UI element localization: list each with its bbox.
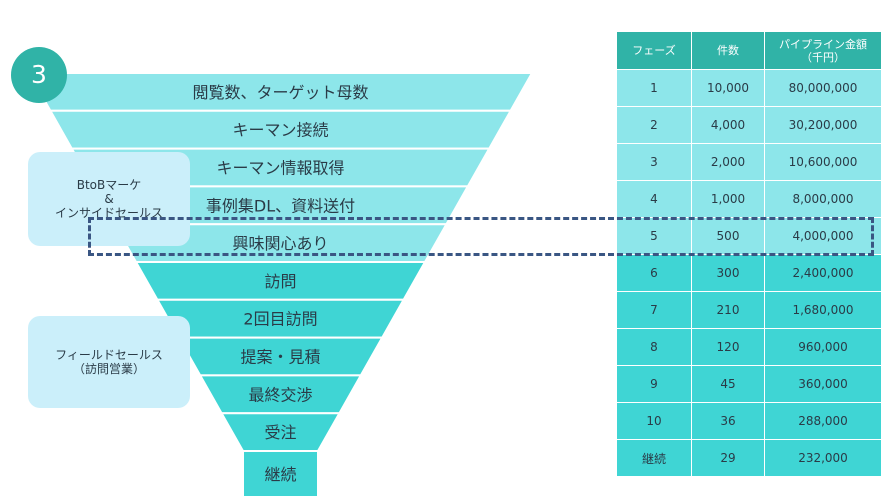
funnel-stage-label: 閲覧数、ターゲット母数: [192, 83, 368, 102]
funnel-stage-label: 興味関心あり: [232, 234, 328, 253]
header-count: 件数: [691, 31, 765, 70]
funnel-stage-label: 継続: [264, 465, 296, 484]
funnel-stage-label: 最終交渉: [248, 385, 312, 404]
cell-phase: 3: [616, 143, 692, 181]
cell-phase: 継続: [616, 439, 692, 477]
cell-amount: 960,000: [764, 328, 882, 366]
cell-phase: 6: [616, 254, 692, 292]
btob-label-line2: &: [104, 192, 114, 206]
cell-count: 300: [691, 254, 765, 292]
cell-amount: 288,000: [764, 402, 882, 440]
funnel-stage-label: 2回目訪問: [243, 310, 317, 329]
field-sales-label: フィールドセールス （訪問営業）: [28, 316, 190, 408]
cell-count: 500: [691, 217, 765, 255]
cell-count: 120: [691, 328, 765, 366]
field-label-line2: （訪問営業）: [72, 362, 145, 376]
cell-phase: 8: [616, 328, 692, 366]
cell-amount: 80,000,000: [764, 69, 882, 107]
cell-count: 45: [691, 365, 765, 403]
funnel-stage-label: キーマン接続: [232, 121, 328, 140]
cell-phase: 5: [616, 217, 692, 255]
cell-count: 210: [691, 291, 765, 329]
cell-count: 1,000: [691, 180, 765, 218]
field-label-line1: フィールドセールス: [55, 348, 163, 362]
cell-phase: 1: [616, 69, 692, 107]
cell-count: 29: [691, 439, 765, 477]
header-amount-line1: パイプライン金額: [779, 37, 867, 51]
cell-count: 4,000: [691, 106, 765, 144]
cell-amount: 8,000,000: [764, 180, 882, 218]
cell-phase: 2: [616, 106, 692, 144]
header-pipeline-amount: パイプライン金額 （千円）: [764, 31, 882, 70]
funnel-stage-label: キーマン情報取得: [216, 159, 344, 178]
cell-count: 10,000: [691, 69, 765, 107]
funnel-stage-label: 事例集DL、資料送付: [206, 196, 355, 215]
header-amount-line2: （千円）: [801, 50, 845, 64]
cell-amount: 4,000,000: [764, 217, 882, 255]
btob-label-line1: BtoBマーケ: [76, 178, 142, 192]
cell-phase: 10: [616, 402, 692, 440]
cell-amount: 232,000: [764, 439, 882, 477]
header-phase: フェーズ: [616, 31, 692, 70]
cell-amount: 1,680,000: [764, 291, 882, 329]
funnel-stage-label: 提案・見積: [240, 348, 320, 367]
cell-amount: 360,000: [764, 365, 882, 403]
cell-phase: 4: [616, 180, 692, 218]
cell-count: 36: [691, 402, 765, 440]
funnel-stage-11: [242, 450, 319, 497]
step-number-badge: 3: [11, 47, 67, 103]
btob-label-line3: インサイドセールス: [54, 206, 163, 220]
cell-phase: 7: [616, 291, 692, 329]
cell-amount: 2,400,000: [764, 254, 882, 292]
btob-marketing-inside-sales-label: BtoBマーケ & インサイドセールス: [28, 152, 190, 246]
funnel-stage-label: 訪問: [264, 272, 296, 291]
cell-amount: 30,200,000: [764, 106, 882, 144]
cell-count: 2,000: [691, 143, 765, 181]
cell-amount: 10,600,000: [764, 143, 882, 181]
table-header-row: フェーズ 件数 パイプライン金額 （千円）: [616, 31, 882, 70]
funnel-stage-label: 受注: [264, 423, 296, 442]
cell-phase: 9: [616, 365, 692, 403]
